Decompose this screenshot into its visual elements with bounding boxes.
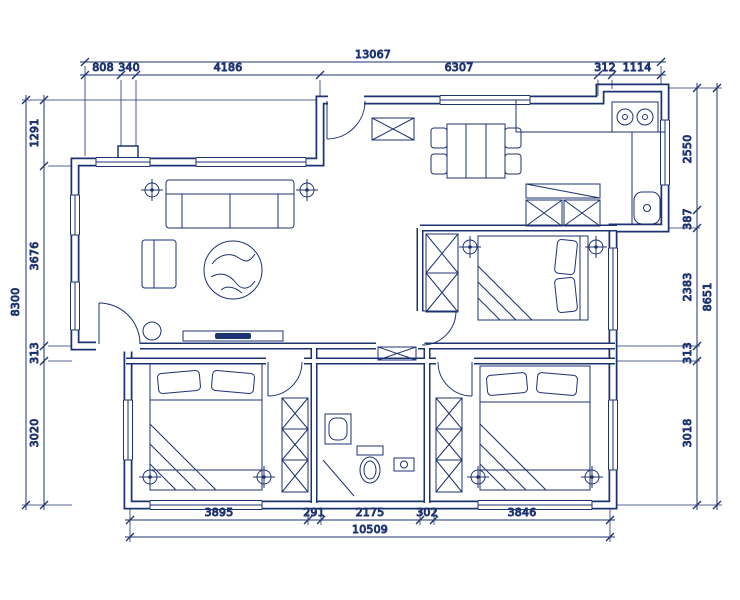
dim-left-overall: 8300	[9, 288, 22, 317]
vanity-basin	[324, 413, 352, 445]
walls	[70, 83, 670, 510]
dim-left-seg: 3676	[28, 242, 41, 271]
bathroom	[322, 346, 417, 497]
dimension-right: 2550 387 2383 313 3018 8651	[617, 83, 722, 510]
dim-bottom-seg: 3846	[508, 506, 537, 519]
dimension-top: 13067 808 340 4186 6307 312 1114	[80, 48, 666, 156]
door-bedroom-left	[267, 361, 303, 397]
floor-lamp-icon	[142, 321, 162, 341]
wardrobe	[281, 397, 309, 493]
pillow	[554, 238, 578, 276]
interior-walls-core	[126, 226, 617, 503]
kitchen-sink	[633, 191, 661, 225]
window-living-top-2	[195, 157, 307, 167]
window-kitchen-right	[660, 119, 670, 186]
dim-bottom-seg: 3895	[205, 506, 234, 519]
door-bedroom-right	[437, 361, 473, 397]
door-bedroom-mid	[421, 310, 457, 346]
dim-right-seg: 2550	[681, 135, 694, 164]
window-bedroom-right-bottom	[477, 500, 593, 510]
kitchen-cabinets	[525, 183, 601, 227]
dim-left-seg: 313	[28, 342, 41, 364]
dim-top-seg: 312	[594, 61, 616, 74]
window-bedroom-mid-right	[608, 247, 618, 331]
window-bedroom-left-bottom	[149, 500, 263, 510]
bedroom-mid	[425, 233, 608, 321]
hall-cabinet-box	[377, 346, 417, 361]
ceiling-lamp-icon	[138, 465, 162, 489]
ceiling-lamp-icon	[252, 465, 276, 489]
window-bedroom-left-side	[123, 399, 133, 461]
dim-right-seg: 2383	[681, 273, 694, 302]
sofa	[165, 179, 295, 229]
dim-top-seg: 1114	[623, 61, 652, 74]
window-kitchen-top	[439, 95, 531, 105]
door-living	[98, 302, 141, 345]
extension-lines	[617, 87, 722, 506]
window-living-left-1	[70, 194, 80, 236]
door-opening	[96, 340, 140, 352]
dim-right-seg: 387	[681, 208, 694, 230]
dim-top-seg: 808	[92, 61, 114, 74]
dim-top-overall: 13067	[355, 48, 391, 61]
door-entry	[326, 100, 366, 140]
extension-lines	[22, 99, 316, 506]
round-rug	[203, 240, 263, 300]
dim-top-seg: 340	[118, 61, 140, 74]
dining-table	[430, 123, 522, 179]
pillow	[554, 276, 578, 314]
dim-bottom-seg: 302	[416, 506, 438, 519]
ceiling-lamp-icon	[580, 465, 604, 489]
dim-right-overall: 8651	[701, 283, 714, 312]
washbasin	[393, 457, 415, 472]
dim-left-seg: 3020	[28, 419, 41, 448]
tv-console	[182, 330, 284, 342]
doors	[98, 100, 473, 397]
dimension-left: 8300 1291 3676 313 3020	[9, 95, 316, 510]
living-room	[140, 178, 319, 342]
dim-bottom-seg: 2175	[356, 506, 385, 519]
dim-bottom-seg: 291	[303, 506, 325, 519]
ceiling-lamp-icon	[295, 178, 319, 202]
pillow	[536, 372, 578, 396]
dim-top-seg: 4186	[214, 61, 243, 74]
window-living-left-2	[70, 281, 80, 331]
dining-chair	[504, 153, 522, 175]
armchair	[141, 239, 177, 289]
kitchen-dining	[371, 100, 665, 227]
door-opening	[328, 95, 364, 105]
dim-right-seg: 3018	[681, 419, 694, 448]
windows	[70, 95, 670, 510]
toilet	[356, 445, 384, 484]
dim-bottom-overall: 10509	[352, 523, 388, 536]
dim-left-seg: 1291	[28, 119, 41, 148]
bed	[477, 235, 589, 321]
stove	[611, 101, 659, 133]
dining-chair	[430, 153, 448, 175]
dimension-bottom: 3895 291 2175 302 3846 10509	[125, 506, 615, 542]
window-bedroom-right-side	[608, 399, 618, 471]
extension-lines	[84, 66, 662, 156]
ceiling-lamp-icon	[140, 178, 164, 202]
wardrobe	[425, 233, 459, 313]
pillow	[157, 370, 201, 394]
dim-right-seg: 313	[681, 342, 694, 364]
shower-divider	[322, 459, 355, 497]
bed	[149, 363, 263, 491]
pillow	[486, 372, 528, 396]
window-living-top-1	[95, 157, 151, 167]
dim-top-seg: 6307	[445, 61, 474, 74]
wardrobe	[435, 397, 463, 493]
cabinet-box	[371, 117, 415, 141]
dining-chair	[504, 127, 522, 149]
pillow	[211, 370, 255, 394]
bedroom-right	[435, 365, 604, 493]
dining-chair	[430, 127, 448, 149]
outer-wall-core	[72, 85, 668, 508]
door-opening	[415, 312, 425, 345]
bedroom-left	[138, 363, 309, 493]
bed	[479, 365, 591, 491]
